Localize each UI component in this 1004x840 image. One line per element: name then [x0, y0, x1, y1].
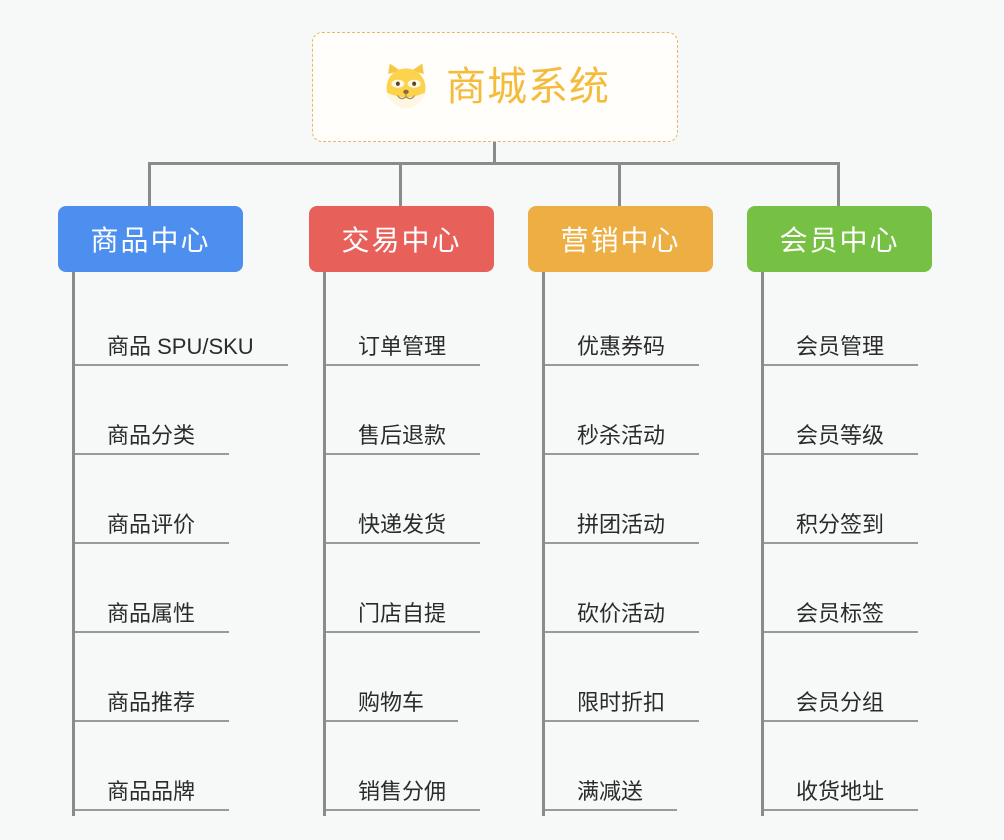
list-item[interactable]: 门店自提: [326, 549, 539, 638]
category-header-3[interactable]: 营销中心: [528, 206, 713, 272]
list-item[interactable]: 商品评价: [75, 460, 298, 549]
leaf-label: 商品品牌: [75, 779, 230, 811]
leaf-label: 售后退款: [326, 423, 481, 455]
leaf-label: 购物车: [326, 690, 459, 722]
list-item[interactable]: 会员等级: [764, 371, 962, 460]
leaf-label: 积分签到: [764, 512, 919, 544]
category-header-2-label: 交易中心: [341, 225, 462, 256]
leaf-label: 满减送: [545, 779, 678, 811]
leaf-label: 快递发货: [326, 512, 481, 544]
list-item[interactable]: 秒杀活动: [545, 371, 743, 460]
leaf-label: 订单管理: [326, 334, 481, 366]
leaf-label: 会员标签: [764, 601, 919, 633]
list-item[interactable]: 商品品牌: [75, 727, 298, 816]
leaf-label: 限时折扣: [545, 690, 700, 722]
leaf-label: 秒杀活动: [545, 423, 700, 455]
list-item[interactable]: 限时折扣: [545, 638, 743, 727]
root-title: 商城系统: [446, 65, 610, 109]
list-item[interactable]: 商品推荐: [75, 638, 298, 727]
leaf-label: 商品分类: [75, 423, 230, 455]
connector-root-stem: [493, 142, 496, 164]
category-header-1-label: 商品中心: [90, 225, 211, 256]
list-item[interactable]: 商品 SPU/SKU: [75, 282, 298, 371]
list-item[interactable]: 快递发货: [326, 460, 539, 549]
list-item[interactable]: 收货地址: [764, 727, 962, 816]
category-header-4-label: 会员中心: [779, 225, 900, 256]
leaf-label: 商品属性: [75, 601, 230, 633]
list-item[interactable]: 满减送: [545, 727, 743, 816]
leaf-label: 优惠券码: [545, 334, 700, 366]
connector-drop-3: [618, 162, 621, 206]
category-column-2: 交易中心 订单管理 售后退款 快递发货 门店自提 购物车 销售分佣: [309, 206, 539, 816]
shiba-dog-icon: [380, 61, 432, 113]
leaf-label: 销售分佣: [326, 779, 481, 811]
category-column-3: 营销中心 优惠券码 秒杀活动 拼团活动 砍价活动 限时折扣 满减送: [528, 206, 743, 816]
list-item[interactable]: 商品分类: [75, 371, 298, 460]
leaf-label: 收货地址: [764, 779, 919, 811]
leaf-label: 门店自提: [326, 601, 481, 633]
list-item[interactable]: 积分签到: [764, 460, 962, 549]
leaf-label: 会员管理: [764, 334, 919, 366]
list-item[interactable]: 订单管理: [326, 282, 539, 371]
category-header-1[interactable]: 商品中心: [58, 206, 243, 272]
list-item[interactable]: 砍价活动: [545, 549, 743, 638]
list-item[interactable]: 会员分组: [764, 638, 962, 727]
root-node[interactable]: 商城系统: [312, 32, 678, 142]
leaf-label: 砍价活动: [545, 601, 700, 633]
leaf-list-3: 优惠券码 秒杀活动 拼团活动 砍价活动 限时折扣 满减送: [542, 272, 743, 816]
category-column-4: 会员中心 会员管理 会员等级 积分签到 会员标签 会员分组 收货地址: [747, 206, 962, 816]
category-header-2[interactable]: 交易中心: [309, 206, 494, 272]
category-header-3-label: 营销中心: [560, 225, 681, 256]
connector-drop-2: [399, 162, 402, 206]
leaf-label: 会员等级: [764, 423, 919, 455]
category-column-1: 商品中心 商品 SPU/SKU 商品分类 商品评价 商品属性 商品推荐 商品品牌: [58, 206, 298, 816]
list-item[interactable]: 销售分佣: [326, 727, 539, 816]
list-item[interactable]: 商品属性: [75, 549, 298, 638]
leaf-list-1: 商品 SPU/SKU 商品分类 商品评价 商品属性 商品推荐 商品品牌: [72, 272, 298, 816]
connector-horizontal-bus: [148, 162, 840, 165]
category-header-4[interactable]: 会员中心: [747, 206, 932, 272]
leaf-list-4: 会员管理 会员等级 积分签到 会员标签 会员分组 收货地址: [761, 272, 962, 816]
list-item[interactable]: 购物车: [326, 638, 539, 727]
list-item[interactable]: 售后退款: [326, 371, 539, 460]
list-item[interactable]: 会员管理: [764, 282, 962, 371]
list-item[interactable]: 会员标签: [764, 549, 962, 638]
connector-drop-1: [148, 162, 151, 206]
connector-drop-4: [837, 162, 840, 206]
list-item[interactable]: 拼团活动: [545, 460, 743, 549]
leaf-list-2: 订单管理 售后退款 快递发货 门店自提 购物车 销售分佣: [323, 272, 539, 816]
list-item[interactable]: 优惠券码: [545, 282, 743, 371]
leaf-label: 商品评价: [75, 512, 230, 544]
leaf-label: 商品推荐: [75, 690, 230, 722]
leaf-label: 会员分组: [764, 690, 919, 722]
leaf-label: 商品 SPU/SKU: [75, 334, 288, 366]
leaf-label: 拼团活动: [545, 512, 700, 544]
